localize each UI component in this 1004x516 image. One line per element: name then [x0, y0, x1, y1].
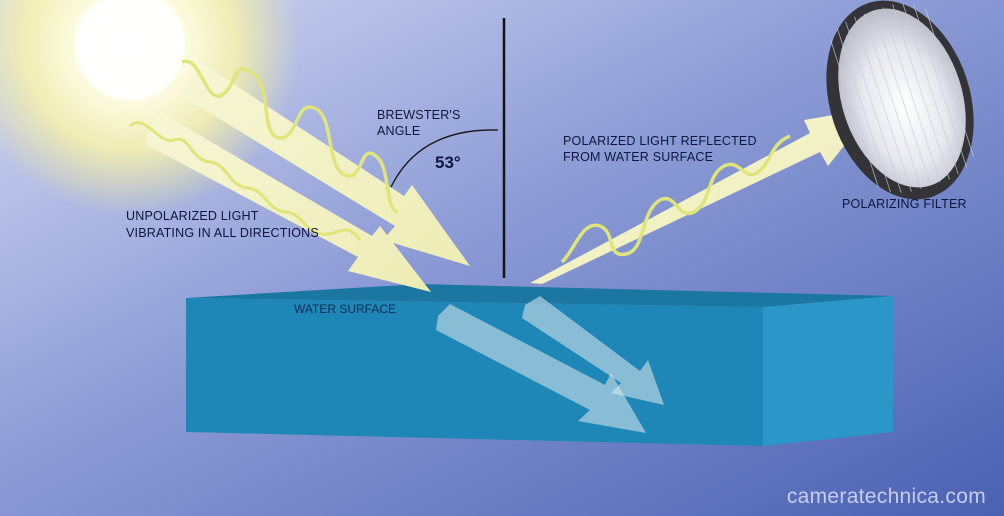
unpolarized-wave-vertical [181, 59, 399, 214]
brewster-label-line2: ANGLE [377, 124, 420, 138]
angle-value: 53° [435, 153, 461, 172]
polarized-label-line2: FROM WATER SURFACE [563, 150, 713, 164]
polarizing-filter-label: POLARIZING FILTER [842, 197, 967, 211]
refracted-arrow-2 [522, 296, 664, 405]
reflected-beam [530, 108, 874, 284]
polarized-wave [560, 134, 791, 264]
refracted-arrow-1 [436, 304, 646, 433]
incident-beam-upper [182, 62, 470, 266]
incident-beam-lower [145, 112, 431, 292]
brewster-label-line1: BREWSTER'S [377, 108, 461, 122]
water-top-face [186, 284, 893, 307]
brewster-angle-arc [390, 129, 499, 188]
polarizing-filter-lens-icon [826, 0, 975, 200]
site-credit: cameratechnica.com [787, 485, 986, 508]
polarized-label-line1: POLARIZED LIGHT REFLECTED [563, 134, 757, 148]
water-side-face [763, 296, 893, 446]
unpolarized-label-line2: VIBRATING IN ALL DIRECTIONS [126, 226, 319, 240]
water-surface-label: WATER SURFACE [294, 302, 396, 316]
unpolarized-wave-horizontal [128, 121, 362, 241]
unpolarized-label-line1: UNPOLARIZED LIGHT [126, 209, 259, 223]
